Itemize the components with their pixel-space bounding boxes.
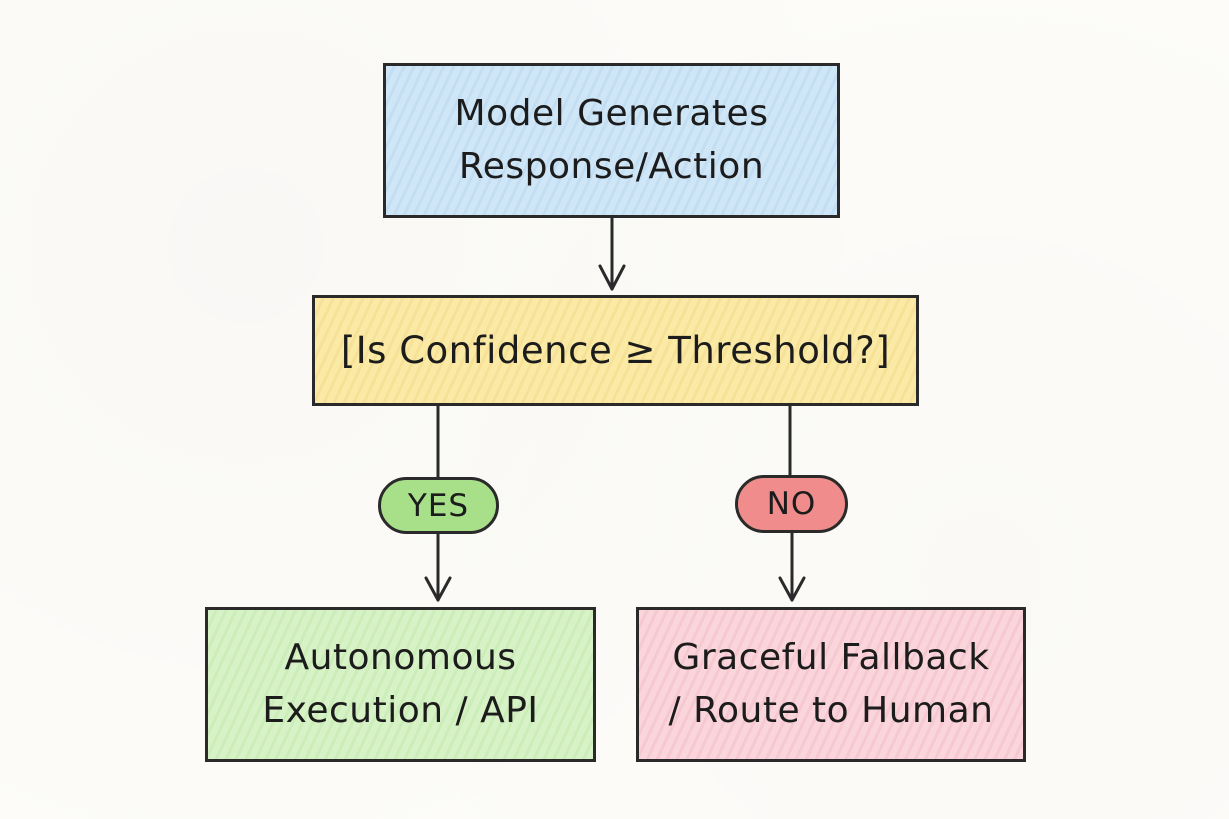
branch-no-text: NO (766, 486, 817, 522)
node-fallback-line2: / Route to Human (668, 689, 994, 731)
node-graceful-fallback: Graceful Fallback / Route to Human (636, 607, 1026, 762)
branch-yes-label: YES (378, 477, 499, 534)
branch-yes-text: YES (407, 487, 470, 524)
branch-no-label: NO (735, 475, 848, 533)
arrowhead-yes-to-execute (424, 576, 452, 602)
node-execute-line1: Autonomous (284, 637, 517, 679)
node-generate-line2: Response/Action (458, 145, 765, 187)
node-model-generates-response: Model Generates Response/Action (383, 63, 840, 218)
node-generate-line1: Model Generates (454, 93, 769, 135)
arrowhead-no-to-fallback (778, 576, 806, 602)
node-autonomous-execution: Autonomous Execution / API (205, 607, 596, 762)
node-decision-label: [Is Confidence ≥ Threshold?] (340, 328, 891, 372)
arrowhead-generate-to-decision (598, 264, 626, 291)
node-fallback-line1: Graceful Fallback (672, 637, 990, 679)
node-execute-line2: Execution / API (262, 689, 539, 731)
node-confidence-decision: [Is Confidence ≥ Threshold?] (312, 295, 919, 406)
